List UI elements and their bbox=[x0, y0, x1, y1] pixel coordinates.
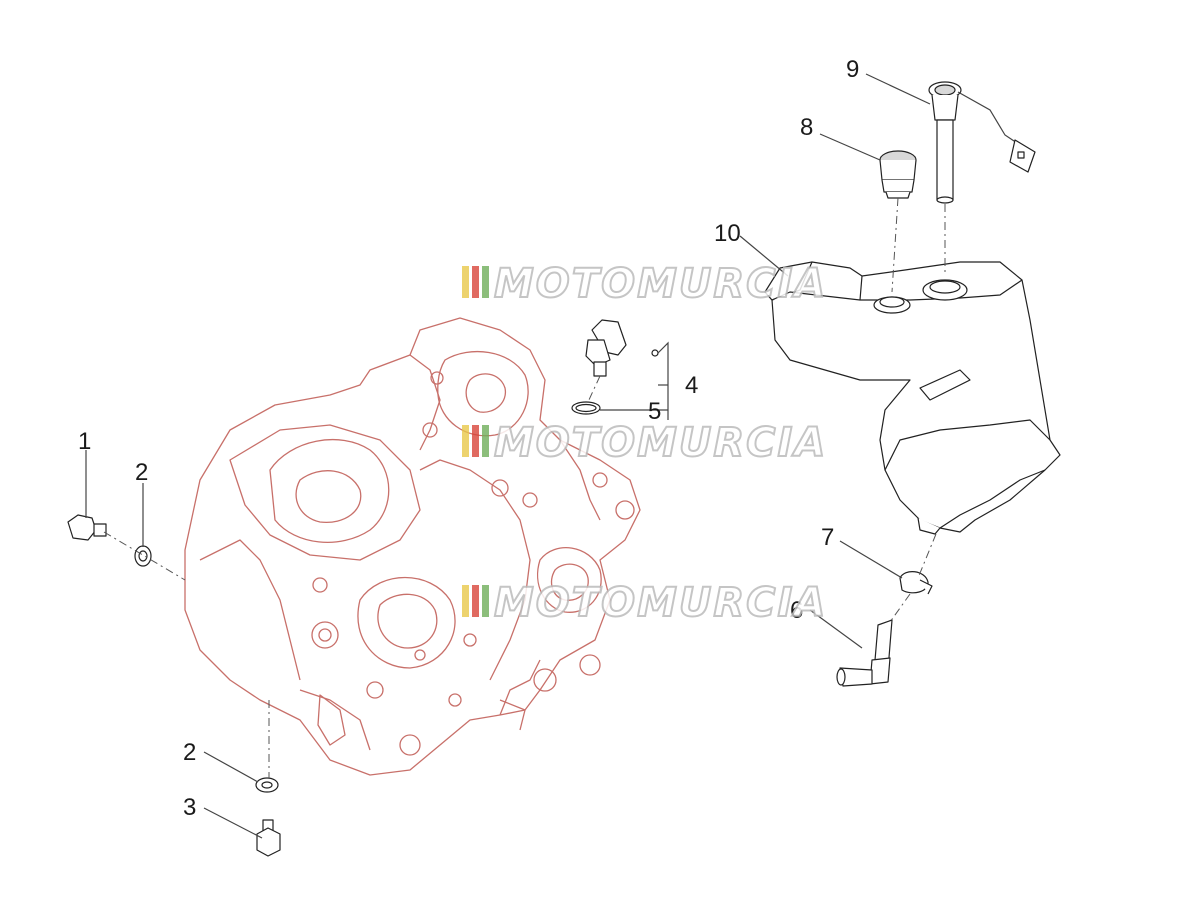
watermark-stripe-yellow bbox=[462, 425, 469, 457]
watermark-stripe-green bbox=[482, 425, 489, 457]
outlet-fitting bbox=[836, 619, 893, 687]
washer-lower bbox=[255, 777, 279, 793]
watermark-text: MOTOMURCIA bbox=[494, 580, 827, 626]
label-10: 10 bbox=[714, 220, 741, 247]
label-4: 4 bbox=[685, 372, 698, 399]
label-3: 3 bbox=[183, 794, 196, 821]
watermark-stripe-red bbox=[472, 585, 479, 617]
watermark-stripe-yellow bbox=[462, 266, 469, 298]
drain-plug-3 bbox=[256, 819, 281, 857]
label-2-lower: 2 bbox=[183, 739, 196, 766]
hose-clamp bbox=[899, 571, 933, 595]
label-7: 7 bbox=[821, 524, 834, 551]
label-5: 5 bbox=[648, 398, 661, 425]
watermark-stripe-red bbox=[472, 425, 479, 457]
oil-tank bbox=[764, 261, 1061, 535]
watermark-middle: MOTOMURCIA bbox=[462, 419, 827, 467]
leader-lines bbox=[85, 73, 931, 839]
watermark-stripe-green bbox=[482, 266, 489, 298]
label-8: 8 bbox=[800, 114, 813, 141]
part-labels: 1 2 3 2 4 5 6 7 8 9 10 bbox=[78, 56, 859, 821]
watermark-top: MOTOMURCIA bbox=[462, 260, 827, 308]
label-6: 6 bbox=[790, 597, 803, 624]
drain-bolt-1 bbox=[67, 514, 107, 541]
label-1: 1 bbox=[78, 428, 91, 455]
label-2-upper: 2 bbox=[135, 459, 148, 486]
watermark-text: MOTOMURCIA bbox=[494, 420, 827, 466]
assembly-axes bbox=[103, 197, 946, 778]
oil-filler-plug bbox=[571, 319, 659, 415]
filler-cap bbox=[879, 150, 917, 199]
watermark-stripe-red bbox=[472, 266, 479, 298]
washer-upper bbox=[134, 545, 152, 567]
watermark-text: MOTOMURCIA bbox=[494, 261, 827, 307]
watermark-bottom: MOTOMURCIA bbox=[462, 579, 827, 627]
watermark-stripe-green bbox=[482, 585, 489, 617]
level-sensor bbox=[928, 81, 1036, 204]
engine-crankcase bbox=[184, 317, 641, 776]
label-9: 9 bbox=[846, 56, 859, 83]
watermark-stripe-yellow bbox=[462, 585, 469, 617]
